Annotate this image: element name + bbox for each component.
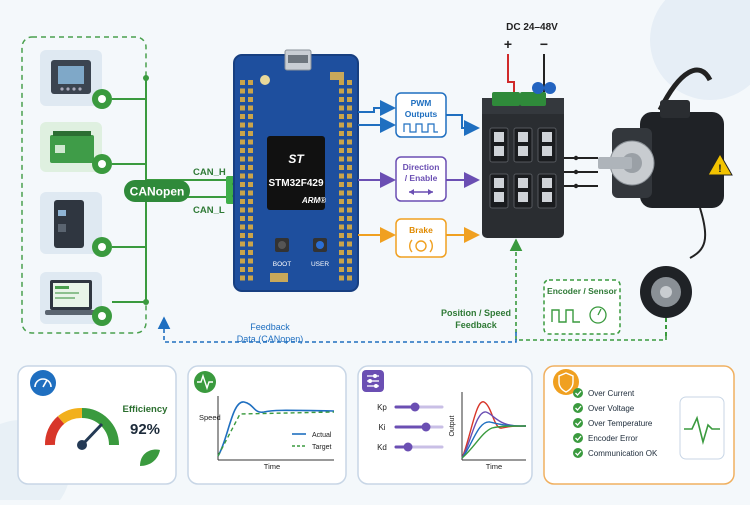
direction-arrows-icon xyxy=(409,189,433,195)
power-label: DC 24–48V xyxy=(506,22,558,33)
chip-label: STM32F429 xyxy=(268,178,323,189)
leaf-icon xyxy=(140,449,160,466)
servo-motor[interactable]: ! xyxy=(598,67,733,259)
can-feedback-label-1: Feedback xyxy=(250,322,290,332)
user-label: USER xyxy=(311,261,329,268)
kd-slider[interactable] xyxy=(403,442,413,452)
ki-slider[interactable] xyxy=(421,422,431,432)
pid-tuning-panel[interactable]: Kp Ki Kd Output Time xyxy=(357,365,533,485)
check-icon xyxy=(573,418,583,428)
brake-label: Brake xyxy=(409,225,433,235)
canopen-badge[interactable]: CANopen xyxy=(124,180,190,202)
mosfet-array xyxy=(489,127,557,209)
encoder-label: Encoder / Sensor xyxy=(547,286,618,296)
position-feedback-label-2: Feedback xyxy=(455,320,498,330)
protection-item-label: Communication OK xyxy=(588,449,658,458)
industrial-pc-device[interactable] xyxy=(40,192,102,254)
dial-icon xyxy=(589,306,607,324)
protection-item: Encoder Error xyxy=(573,433,638,443)
boot-label: BOOT xyxy=(273,261,291,268)
direction-label-1: Direction xyxy=(403,162,440,172)
speed-x-label: Time xyxy=(264,462,280,471)
st-logo: ST xyxy=(288,152,305,166)
io-module-device[interactable] xyxy=(40,122,102,172)
protection-item-label: Encoder Error xyxy=(588,434,638,443)
pwm-wave-icon xyxy=(403,123,438,133)
brake-box[interactable]: Brake xyxy=(395,218,447,258)
kd-label: Kd xyxy=(377,443,387,452)
heartbeat-icon xyxy=(684,415,720,446)
pwm-label-2: Outputs xyxy=(405,109,438,119)
brake-icon xyxy=(409,239,433,253)
mcu-chip xyxy=(267,136,325,210)
position-feedback-lines xyxy=(509,238,667,341)
svg-text:!: ! xyxy=(718,163,722,175)
hmi-device[interactable] xyxy=(40,50,102,106)
power-plus: + xyxy=(504,36,512,52)
pin-headers xyxy=(240,80,352,281)
protection-item: Over Current xyxy=(573,388,635,398)
efficiency-value: 92% xyxy=(130,421,160,438)
speed-actual-line xyxy=(217,401,335,457)
legend-actual: Actual xyxy=(312,432,332,439)
protection-item: Communication OK xyxy=(573,448,658,458)
gear-icon xyxy=(92,89,112,109)
efficiency-panel[interactable]: Efficiency 92% xyxy=(17,365,177,485)
check-icon xyxy=(573,448,583,458)
encoder-sensor-box[interactable]: Encoder / Sensor xyxy=(543,279,621,335)
position-feedback-label-1: Position / Speed xyxy=(441,308,511,318)
direction-label-2: / Enable xyxy=(405,173,438,183)
protection-item-label: Over Voltage xyxy=(588,404,635,413)
gear-icon xyxy=(92,154,112,174)
output-y-label: Output xyxy=(449,415,456,436)
check-icon xyxy=(573,388,583,398)
efficiency-gauge xyxy=(45,408,119,450)
speed-target-line xyxy=(217,411,335,457)
can-feedback-lines xyxy=(157,316,517,343)
check-icon xyxy=(573,403,583,413)
warning-icon xyxy=(707,152,733,176)
efficiency-label: Efficiency xyxy=(123,404,169,415)
protection-item: Over Voltage xyxy=(573,403,635,413)
speed-y-label: Speed xyxy=(199,413,221,422)
encoder-sensor[interactable] xyxy=(640,266,692,336)
pwm-outputs-box[interactable]: PWM Outputs xyxy=(395,92,447,138)
output-x-label: Time xyxy=(486,462,502,471)
protection-item-label: Over Current xyxy=(588,389,635,398)
kp-label: Kp xyxy=(377,403,387,412)
speedometer-icon xyxy=(30,370,56,396)
pwm-lines xyxy=(358,100,480,136)
motor-wires xyxy=(564,155,598,189)
check-icon xyxy=(573,433,583,443)
power-wires xyxy=(507,54,545,92)
speed-chart-panel[interactable]: Speed Time Actual Target xyxy=(187,365,347,485)
laptop-device[interactable] xyxy=(40,272,102,324)
direction-enable-box[interactable]: Direction / Enable xyxy=(395,156,447,202)
legend-target: Target xyxy=(312,444,332,451)
can-h-label: CAN_H xyxy=(193,167,226,178)
device-panel xyxy=(21,36,147,334)
power-minus: − xyxy=(540,36,548,52)
kp-slider[interactable] xyxy=(410,402,420,412)
arm-label: ARM® xyxy=(301,196,326,205)
canopen-label: CANopen xyxy=(130,185,185,199)
protection-item: Over Temperature xyxy=(573,418,653,428)
protection-item-label: Over Temperature xyxy=(588,419,653,428)
can-feedback-label-2: Data (CANopen) xyxy=(237,334,304,344)
motor-driver[interactable] xyxy=(482,82,564,238)
gear-icon xyxy=(92,237,112,257)
ki-label: Ki xyxy=(378,423,385,432)
mcu-board[interactable]: ST STM32F429 ARM® BOOT USER xyxy=(233,49,359,292)
pulse-icon xyxy=(551,309,580,323)
pwm-label-1: PWM xyxy=(411,98,432,108)
gear-icon xyxy=(92,306,112,326)
can-l-label: CAN_L xyxy=(193,205,225,216)
